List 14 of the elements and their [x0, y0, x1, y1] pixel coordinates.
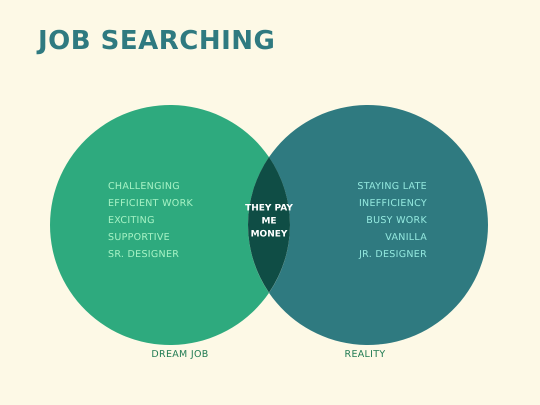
- list-item: EFFICIENT WORK: [108, 197, 194, 211]
- list-item: STAYING LATE: [357, 180, 427, 194]
- list-item: CHALLENGING: [108, 180, 181, 194]
- list-item: VANILLA: [384, 231, 427, 245]
- circle-caption: REALITY: [344, 349, 386, 360]
- list-item: EXCITING: [108, 214, 156, 228]
- list-item: BUSY WORK: [365, 214, 427, 228]
- list-item: SR. DESIGNER: [108, 248, 180, 262]
- title: JOB SEARCHING: [38, 26, 276, 56]
- list-item: INEFFICIENCY: [358, 197, 427, 211]
- circle-caption: DREAM JOB: [151, 349, 209, 360]
- intersection-label: THEY PAY ME MONEY: [244, 202, 294, 242]
- list-item: JR. DESIGNER: [358, 248, 427, 262]
- list-item: SUPPORTIVE: [108, 231, 171, 245]
